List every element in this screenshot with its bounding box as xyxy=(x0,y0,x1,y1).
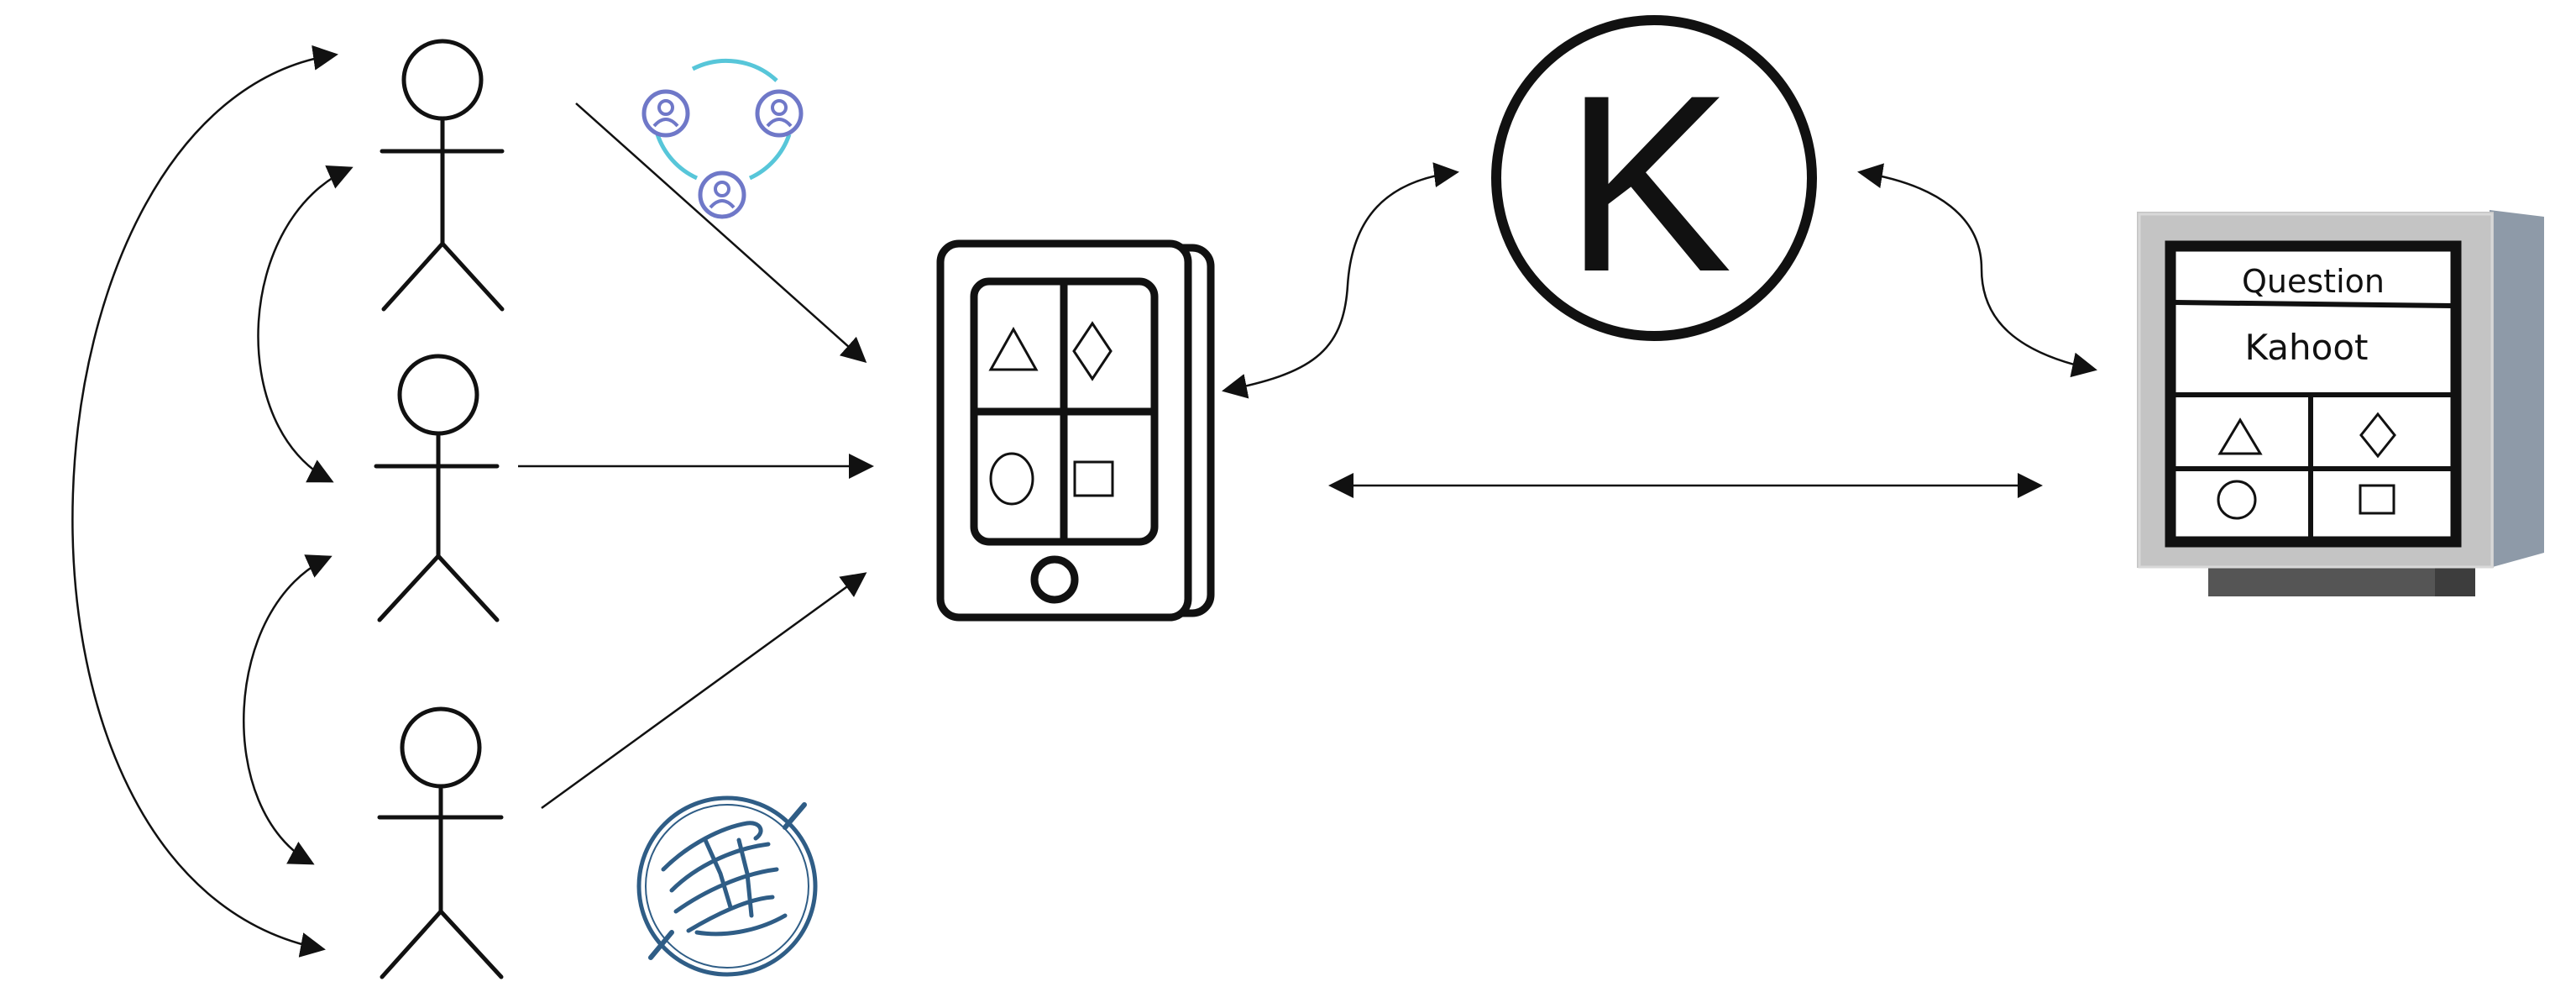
kahoot-k-logo: K xyxy=(1491,15,1817,341)
arrow-k-to-screen xyxy=(1857,163,2097,378)
group-people-icon xyxy=(641,58,804,219)
student-figure-bottom xyxy=(377,706,504,979)
tablet-diamond-shape xyxy=(1072,321,1113,381)
monitor-square-shape xyxy=(2359,484,2395,515)
tablet-triangle-shape xyxy=(988,326,1039,371)
monitor-question-label: Question xyxy=(2242,263,2385,300)
monitor-triangle-shape xyxy=(2217,417,2263,455)
arrow-tablet-to-k xyxy=(1222,162,1459,399)
tablet-square-shape xyxy=(1073,460,1114,497)
tablet-circle-shape xyxy=(989,452,1034,506)
tablet-device xyxy=(936,239,1215,622)
monitor-display: Question Kahoot xyxy=(2137,210,2544,596)
monitor-circle-shape xyxy=(2217,480,2257,520)
tablet-answer-shapes xyxy=(988,321,1114,506)
arrow-bottom-student-to-tablet xyxy=(541,572,867,810)
monitor-kahoot-label: Kahoot xyxy=(2244,327,2368,368)
student-figure-top xyxy=(380,39,505,312)
k-logo-letter: K xyxy=(1564,42,1732,324)
student-figure-middle xyxy=(374,354,500,622)
peer-arrow-middle-bottom xyxy=(243,554,332,865)
monitor-answer-shapes xyxy=(2217,412,2396,520)
peer-arrow-top-middle xyxy=(257,165,353,483)
peer-arrow-top-bottom xyxy=(71,45,338,958)
arrow-top-student-to-tablet xyxy=(575,102,867,363)
monitor-diamond-shape xyxy=(2359,412,2396,459)
hands-together-icon xyxy=(636,795,818,977)
